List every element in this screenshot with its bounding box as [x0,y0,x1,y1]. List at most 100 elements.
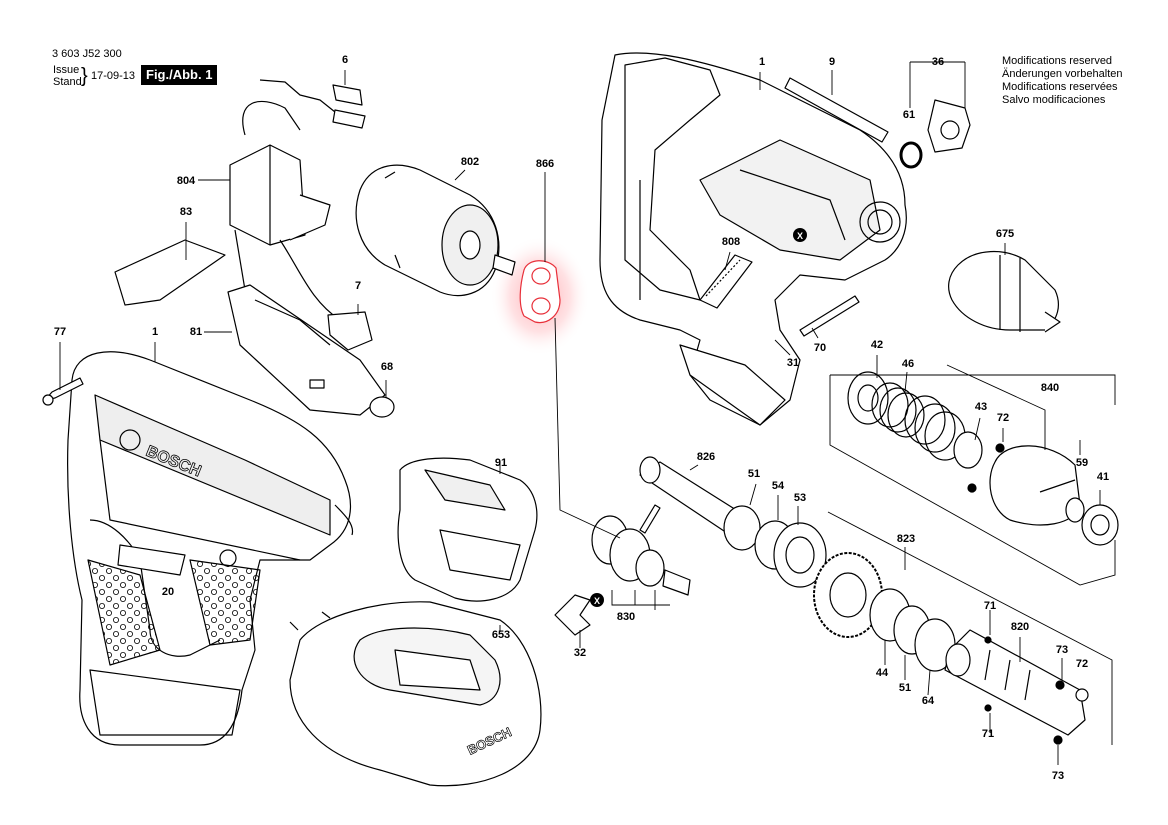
part-820-shaft [944,629,1086,736]
part-label: 68 [380,361,394,373]
part-label: 653 [491,629,511,641]
part-label: 91 [494,457,508,469]
part-label: 71 [983,600,997,612]
part-label: 72 [996,412,1010,424]
part-label: 802 [460,156,480,168]
tool-housing-left [67,351,354,746]
part-label: 830 [616,611,636,623]
part-70-pin [799,295,860,337]
part-675-chuck [948,250,1061,333]
part-77-screw [42,377,84,406]
svg-text:X: X [797,231,803,241]
part-653-charger [289,601,542,787]
part-81-circuit-board [227,284,386,416]
part-6-connector [332,84,366,129]
part-41-cap [1081,504,1119,546]
part-label: 61 [902,109,916,121]
part-label: 70 [813,342,827,354]
part-label: 41 [1096,471,1110,483]
doc-number: 3 603 J52 300 [52,48,122,60]
part-label: 9 [828,56,836,68]
issue-date: 17-09-13 [91,70,136,82]
part-68-cap [369,396,395,418]
part-91-battery [397,457,538,602]
part-802-motor [355,164,516,297]
notice-line: Modifications reserved [1002,55,1113,67]
part-83-bracket [114,239,226,306]
svg-text:X: X [594,596,600,606]
part-42-washer [847,371,889,425]
part-label: 826 [696,451,716,463]
part-53-bearing [773,522,827,588]
part-72-ball [995,443,1005,453]
part-label: 53 [793,492,807,504]
part-label: 83 [179,206,193,218]
part-823-gear [813,552,883,638]
part-label: 73 [1055,644,1069,656]
part-label: 51 [747,468,761,480]
part-label: 20 [161,586,175,598]
part-label: 54 [771,480,785,492]
part-73-ball [1053,735,1063,745]
figure-label: Fig./Abb. 1 [141,65,218,85]
part-36-lock [927,99,971,153]
part-label: 77 [53,326,67,338]
part-label: 81 [189,326,203,338]
part-71-ball [984,704,992,712]
notice-line: Änderungen vorbehalten [1002,68,1123,80]
part-830-gear-assembly [591,504,691,596]
tool-housing-right [599,52,907,426]
part-71-ball [984,636,992,644]
part-72-ball [967,483,977,493]
part-label: 46 [901,358,915,370]
part-804-switch [229,79,346,321]
part-72-ball [1075,688,1089,702]
part-9-strip [784,77,889,143]
part-7-connector [327,311,373,351]
part-label: 72 [1075,658,1089,670]
part-label: 43 [974,401,988,413]
part-73-ball [1055,680,1065,690]
part-label: 808 [721,236,741,248]
part-label: 820 [1010,621,1030,633]
part-51-ring [723,505,761,551]
notice-line: Salvo modificaciones [1002,94,1106,106]
part-label: 7 [354,280,362,292]
part-61-oring [899,141,923,169]
part-label: 840 [1040,382,1060,394]
part-59-ring [1065,497,1085,523]
part-label: 6 [341,54,349,66]
part-46-spring [871,382,925,438]
part-label: 73 [1051,770,1065,782]
notice-line: Modifications reservées [1002,81,1118,93]
part-43-ring [953,431,983,469]
part-label: 51 [898,682,912,694]
stand-label: Stand [53,76,82,88]
x-marker: X [793,228,807,242]
brace: } [81,65,88,87]
part-label: 804 [176,175,196,187]
modifications-notice: Modifications reserved Änderungen vorbeh… [1002,55,1122,107]
part-label: 1 [151,326,159,338]
part-label: 44 [875,667,889,679]
part-label: 823 [896,533,916,545]
issue-label: Issue [53,64,80,76]
x-marker: X [590,593,604,607]
part-label: 1 [758,56,766,68]
part-label: 675 [995,228,1015,240]
part-label: 32 [573,647,587,659]
part-866-highlighted [519,260,561,324]
part-label: 42 [870,339,884,351]
part-32-clip [554,594,591,636]
part-label: 36 [931,56,945,68]
part-label: 31 [786,357,800,369]
part-label: 64 [921,695,935,707]
leader-lines [59,61,1116,765]
part-label: 59 [1075,457,1089,469]
part-label: 71 [981,728,995,740]
part-808-plate [699,254,753,309]
part-840-sleeve [989,445,1081,526]
part-label: 866 [535,158,555,170]
